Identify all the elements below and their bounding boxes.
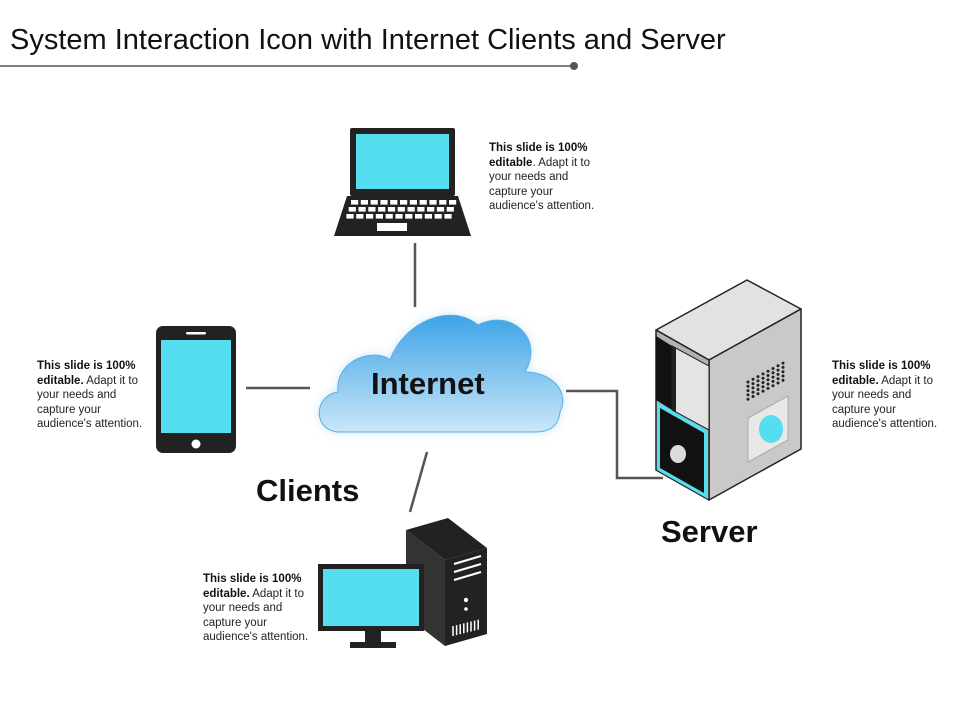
phone-note-text: Adapt it to your needs and capture your … xyxy=(37,374,143,431)
server-note: This slide is 100% editable. Adapt it to… xyxy=(832,359,944,432)
server-note-text: Adapt it to your needs and capture your … xyxy=(832,374,938,431)
desktop-note-text: Adapt it to your needs and capture your … xyxy=(203,587,309,644)
desktop-note-bold: This slide is 100% editable. xyxy=(203,573,302,600)
connector-desktop xyxy=(408,451,429,513)
server-note-bold: This slide is 100% editable. xyxy=(832,360,931,387)
server-label: Server xyxy=(661,514,758,549)
desktop-note: This slide is 100% editable. Adapt it to… xyxy=(203,572,315,645)
internet-label: Internet xyxy=(371,366,485,401)
laptop-note-bold: This slide is 100% editable xyxy=(489,142,588,169)
laptop-note-text: . Adapt it to your needs and capture you… xyxy=(489,156,595,213)
page-title: System Interaction Icon with Internet Cl… xyxy=(10,24,726,56)
connector-server xyxy=(566,389,663,480)
desktop-computer-icon xyxy=(318,518,487,648)
title-divider xyxy=(0,62,578,70)
phone-note: This slide is 100% editable. Adapt it to… xyxy=(37,359,149,432)
smartphone-icon xyxy=(156,326,236,453)
laptop-icon xyxy=(334,128,471,236)
phone-note-bold: This slide is 100% editable. xyxy=(37,360,136,387)
server-tower-icon xyxy=(655,279,802,501)
cloud-icon xyxy=(318,314,564,433)
clients-label: Clients xyxy=(256,473,360,508)
laptop-note: This slide is 100% editable. Adapt it to… xyxy=(489,141,601,214)
